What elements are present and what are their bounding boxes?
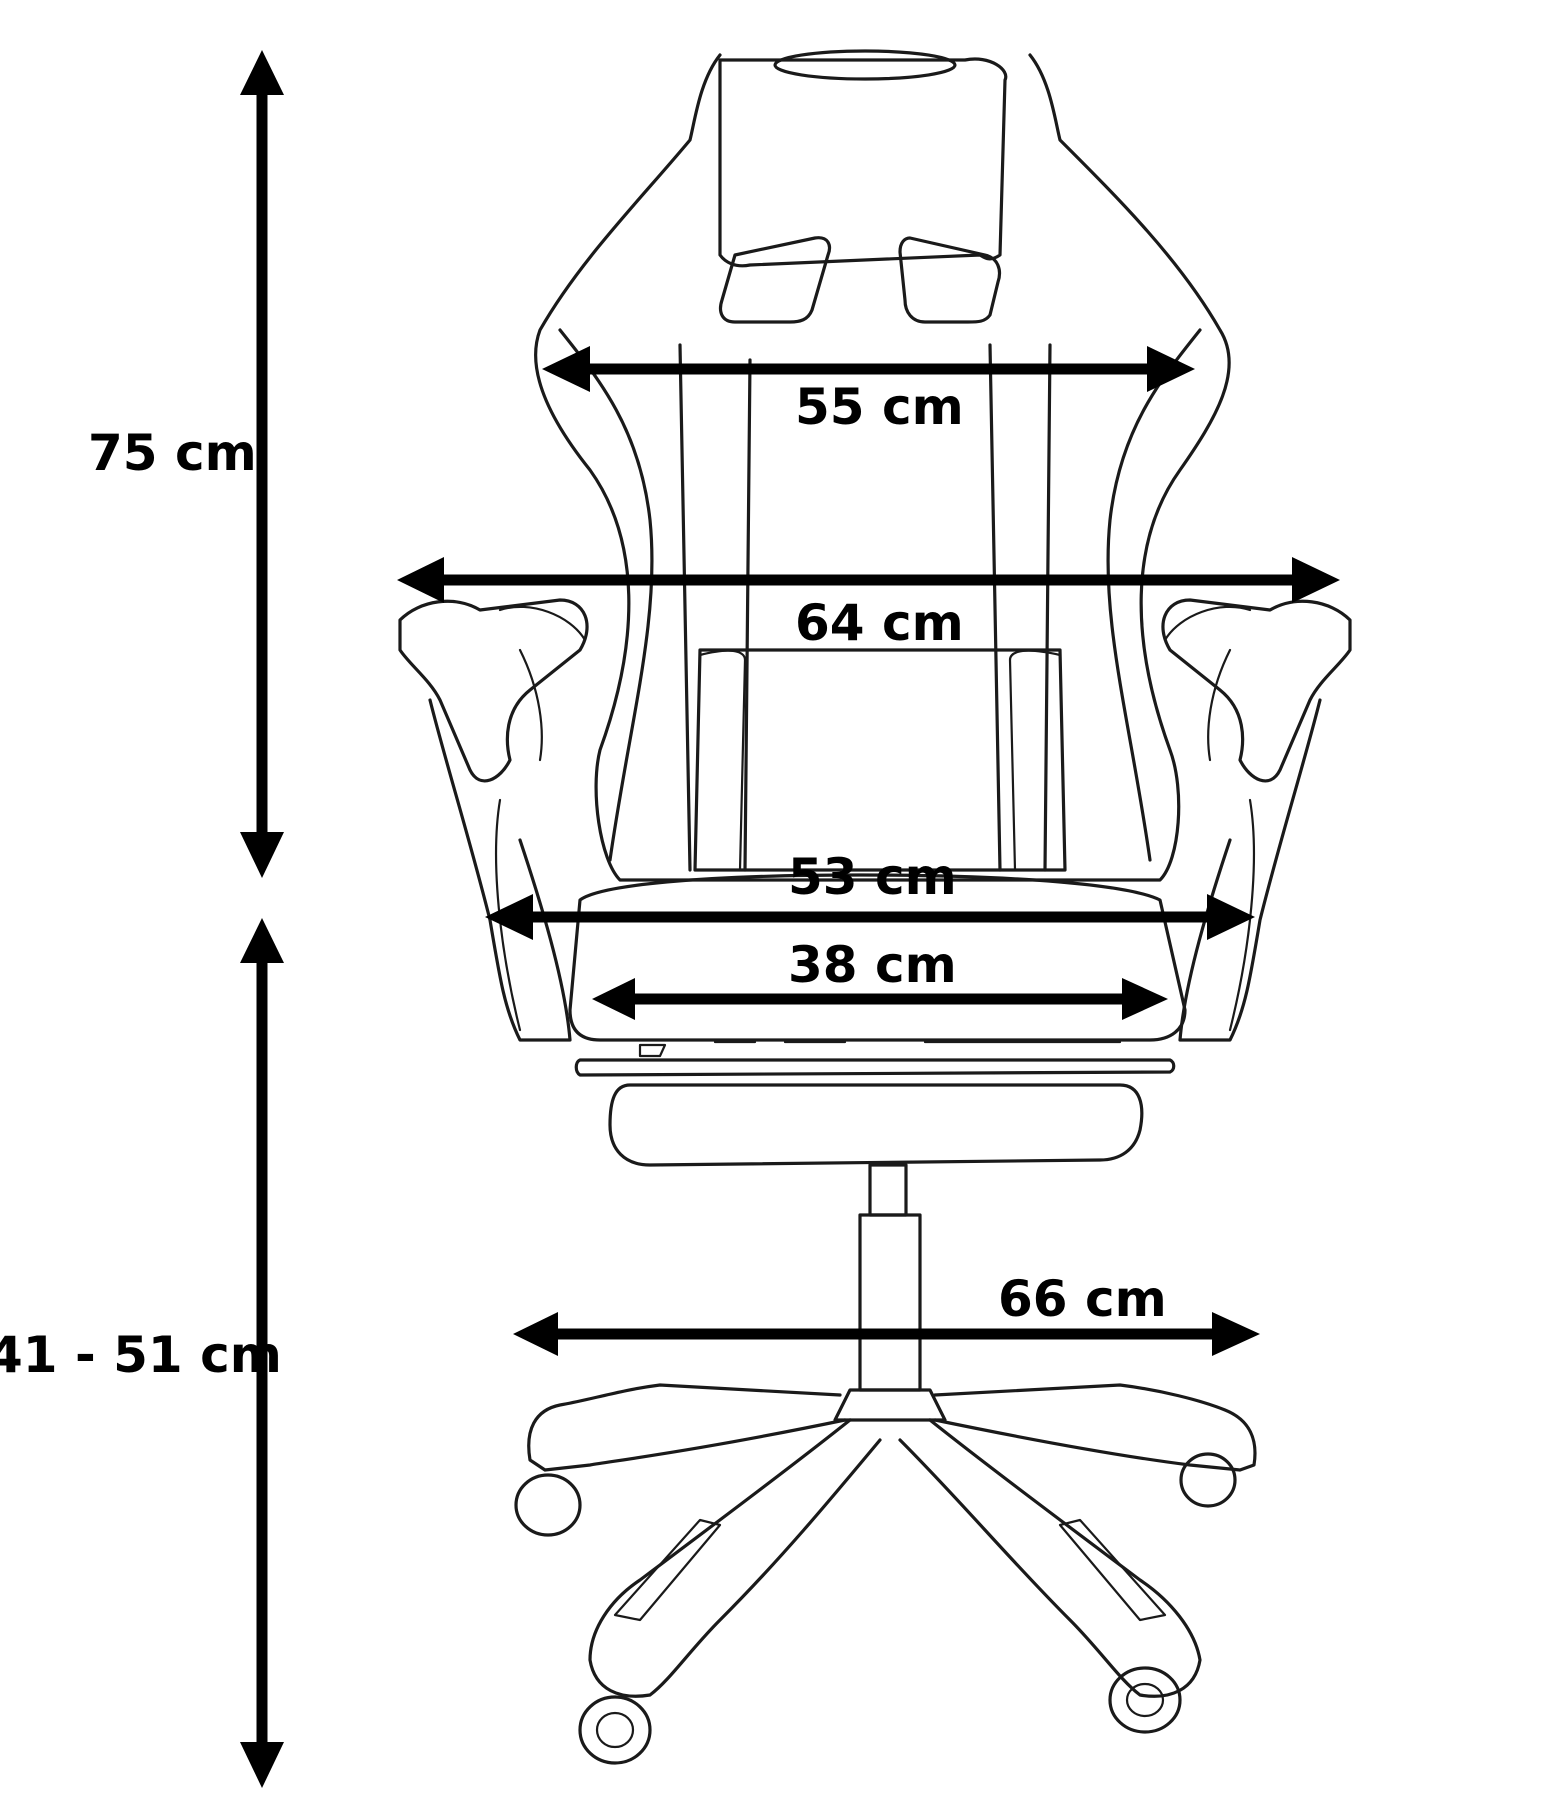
arrow-armrest-width <box>397 557 1340 603</box>
left-armrest <box>398 598 589 783</box>
gas-lift-upper <box>868 1163 908 1217</box>
label-base-width: 66 cm <box>998 1270 1167 1328</box>
lumbar-strap-left <box>698 649 747 872</box>
backrest-center-panel <box>678 343 1052 872</box>
base-leg-left-back <box>527 1383 847 1472</box>
base-leg-right-inset <box>1058 1518 1167 1622</box>
left-bolster <box>558 328 654 862</box>
left-belt-slot <box>718 236 832 324</box>
arrow-seat-depth <box>592 978 1168 1020</box>
label-seat-width: 53 cm <box>788 848 957 906</box>
backrest-outline <box>534 53 1231 882</box>
lumbar-strap-right <box>1008 649 1062 872</box>
arrow-seat-width <box>485 894 1255 940</box>
seat-cushion <box>568 873 1187 1042</box>
base-leg-right-front <box>898 1418 1202 1698</box>
caster-left-front-hub <box>595 1711 635 1749</box>
arrow-backrest-width <box>542 346 1195 392</box>
seat-rail <box>574 1058 1176 1077</box>
caster-left-front <box>578 1695 652 1765</box>
right-belt-slot <box>898 236 1002 324</box>
label-backrest-height: 75 cm <box>88 424 257 482</box>
seat-base-pan <box>608 1083 1144 1167</box>
base-hub <box>833 1388 947 1422</box>
gaming-chair-outline <box>398 49 1352 1765</box>
arrow-backrest-height <box>240 50 284 878</box>
seat-rail-slots <box>638 1040 1122 1058</box>
left-armrest-support <box>428 698 572 1042</box>
gas-lift-cylinder <box>858 1213 922 1392</box>
caster-left-back <box>514 1473 582 1537</box>
right-armrest <box>1161 598 1352 783</box>
left-armrest-pad <box>498 605 587 762</box>
right-armrest-pad <box>1163 605 1252 762</box>
caster-right-front <box>1108 1666 1182 1734</box>
right-armrest-support <box>1178 698 1322 1042</box>
base-leg-right-back <box>933 1383 1257 1472</box>
caster-right-front-hub <box>1125 1682 1165 1718</box>
headrest-top <box>773 49 957 81</box>
label-seat-height: 41 - 51 cm <box>0 1326 282 1384</box>
caster-right-back <box>1179 1452 1237 1508</box>
label-armrest-width: 64 cm <box>795 594 964 652</box>
base-leg-left-front <box>588 1418 882 1698</box>
right-bolster <box>1106 328 1202 862</box>
arrow-seat-height <box>240 918 284 1788</box>
label-seat-depth: 38 cm <box>788 936 957 994</box>
lumbar-cushion <box>693 648 1067 872</box>
base-leg-left-inset <box>613 1518 722 1622</box>
seat-side-right <box>1228 798 1256 1032</box>
seat-side-left <box>494 798 522 1032</box>
headrest-pillow <box>718 57 1008 268</box>
label-backrest-width: 55 cm <box>795 378 964 436</box>
arrow-base-width <box>513 1312 1260 1356</box>
